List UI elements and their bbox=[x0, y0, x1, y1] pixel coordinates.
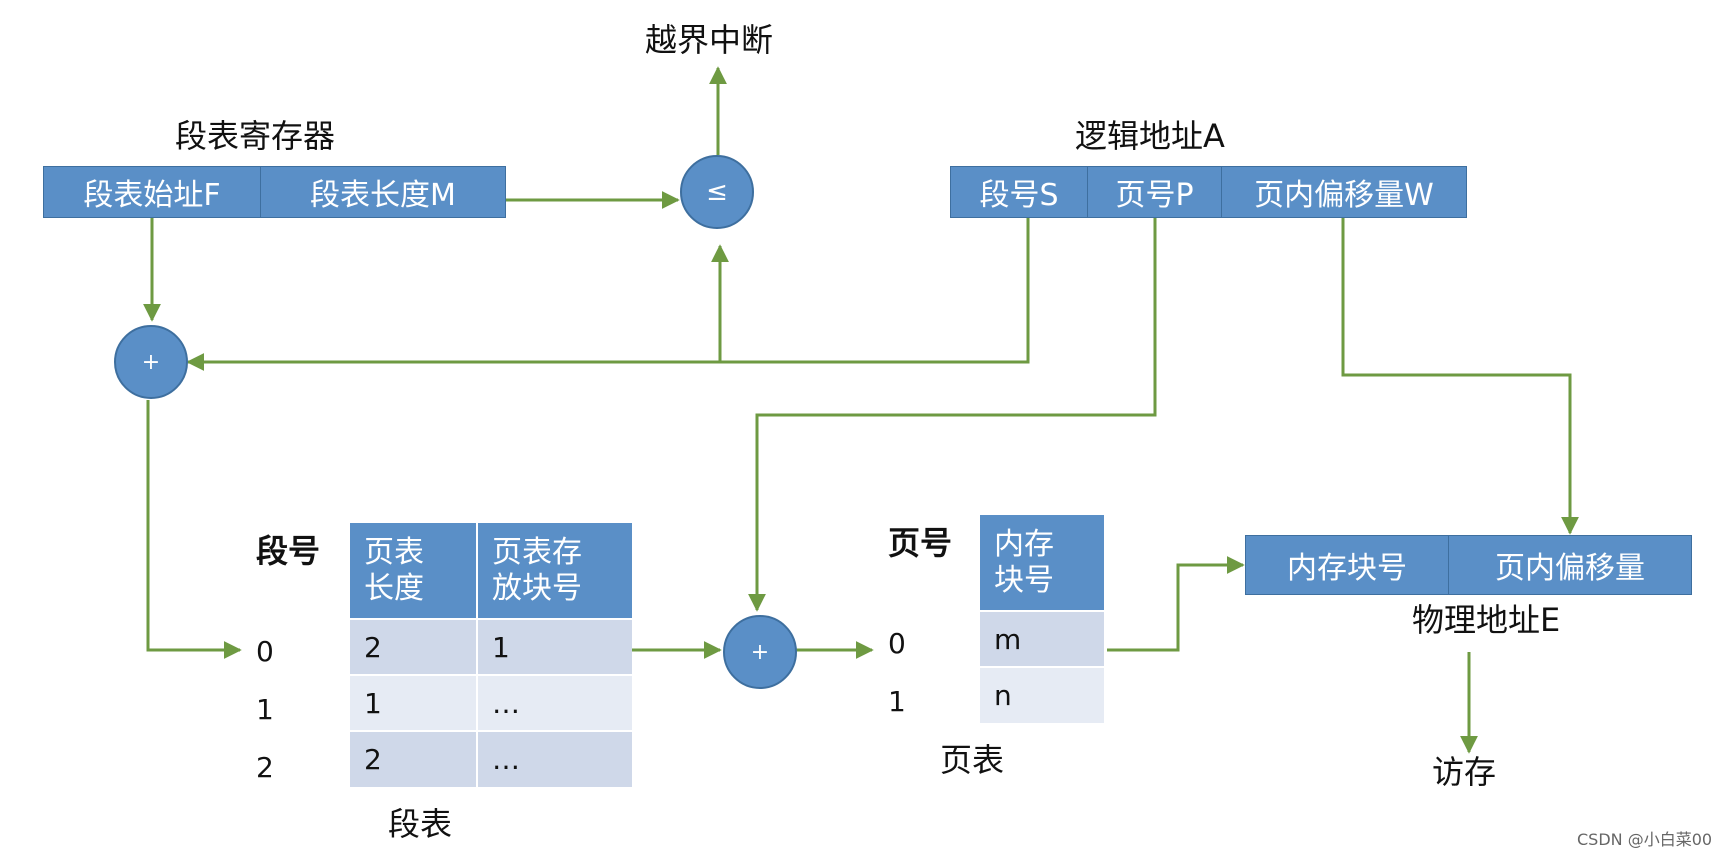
seg-table-length: 段表长度M bbox=[310, 178, 456, 213]
page-table-label: 页表 bbox=[940, 741, 1005, 779]
arrow-segno-to-adder bbox=[186, 218, 1030, 371]
arrow-pagetable-to-physical bbox=[1107, 556, 1245, 652]
page-no-label: 页号 bbox=[888, 524, 953, 562]
seg-table-header-block: 页表存 放块号 bbox=[477, 523, 632, 619]
seg-no-label: 段号 bbox=[256, 532, 321, 570]
seg-row-2-block: … bbox=[477, 730, 632, 787]
logical-address: 段号S 页号P 页内偏移量W bbox=[950, 166, 1467, 218]
page-index-0: 0 bbox=[888, 627, 906, 660]
page-index-1: 1 bbox=[888, 685, 906, 718]
table-row: 1 … bbox=[350, 674, 632, 731]
physical-block: 内存块号 bbox=[1246, 536, 1449, 594]
seg-row-0-block: 1 bbox=[477, 618, 632, 675]
seg-table-label: 段表 bbox=[388, 805, 453, 843]
access-label: 访存 bbox=[1432, 753, 1497, 791]
table-row: 2 1 bbox=[350, 618, 632, 675]
seg-row-0-len: 2 bbox=[350, 618, 478, 675]
page-row-0-block: m bbox=[980, 610, 1104, 667]
seg-register-label: 段表寄存器 bbox=[175, 117, 336, 155]
segment-table: 页表 长度 页表存 放块号 2 1 1 … 2 … bbox=[350, 523, 632, 787]
table-row: n bbox=[980, 666, 1104, 723]
adder-circle-2: + bbox=[723, 615, 797, 689]
arrow-adder-to-segtable bbox=[146, 400, 242, 659]
watermark: CSDN @小白菜00 bbox=[1577, 830, 1713, 849]
overflow-label: 越界中断 bbox=[645, 21, 774, 59]
seg-table-start: 段表始址F bbox=[44, 167, 261, 217]
seg-table-header-length: 页表 长度 bbox=[350, 523, 478, 619]
table-row: 2 … bbox=[350, 730, 632, 787]
arrow-offset-to-physical bbox=[1341, 218, 1579, 535]
page-table: 内存 块号 m n bbox=[980, 515, 1104, 723]
seg-index-0: 0 bbox=[256, 635, 274, 668]
logical-offset: 页内偏移量W bbox=[1254, 178, 1434, 213]
seg-table-register: 段表始址F 段表长度M bbox=[43, 166, 506, 218]
physical-address: 内存块号 页内偏移量 bbox=[1245, 535, 1692, 595]
physical-offset: 页内偏移量 bbox=[1495, 551, 1645, 586]
arrow-pageno-to-adder bbox=[748, 218, 1157, 612]
compare-circle: ≤ bbox=[680, 155, 754, 229]
seg-row-1-block: … bbox=[477, 674, 632, 731]
page-row-1-block: n bbox=[980, 666, 1104, 723]
logical-seg-no: 段号S bbox=[951, 167, 1088, 217]
seg-row-2-len: 2 bbox=[350, 730, 478, 787]
adder-circle-1: + bbox=[114, 325, 188, 399]
seg-row-1-len: 1 bbox=[350, 674, 478, 731]
table-row: m bbox=[980, 610, 1104, 667]
seg-index-1: 1 bbox=[256, 693, 274, 726]
logical-address-label: 逻辑地址A bbox=[1075, 117, 1225, 155]
seg-index-2: 2 bbox=[256, 751, 274, 784]
page-table-header: 内存 块号 bbox=[980, 515, 1104, 611]
physical-address-label: 物理地址E bbox=[1412, 601, 1561, 639]
logical-page-no: 页号P bbox=[1088, 167, 1222, 217]
